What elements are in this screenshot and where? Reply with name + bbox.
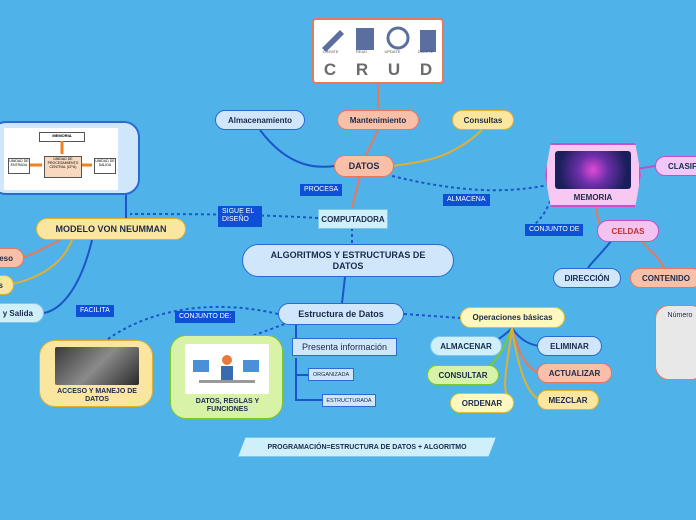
node-operaciones[interactable]: Operaciones básicas [460, 307, 565, 328]
node-presenta[interactable]: Presenta información [292, 338, 397, 356]
node-consultas[interactable]: Consultas [452, 110, 514, 130]
node-actualizar[interactable]: ACTUALIZAR [537, 363, 612, 383]
node-ordenar[interactable]: ORDENAR [450, 393, 514, 413]
node-salida[interactable]: y Salida [0, 303, 44, 323]
node-clasif[interactable]: CLASIF [655, 156, 696, 176]
datos-reglas-label: DATOS, REGLAS Y FUNCIONES [195, 398, 260, 414]
diagram-arrows [30, 141, 92, 167]
node-celdas[interactable]: CELDAS [597, 220, 659, 242]
crud-icons [322, 26, 436, 52]
node-modelo-von-neumman[interactable]: MODELO VON NEUMMAN [36, 218, 186, 240]
acceso-label: ACCESO Y MANEJO DE DATOS [57, 388, 137, 404]
node-estructura[interactable]: Estructura de Datos [278, 303, 404, 325]
node-central[interactable]: ALGORITMOS Y ESTRUCTURAS DE DATOS [242, 244, 454, 277]
crud-letter-c: C [323, 60, 337, 79]
label-conjunto-de-2: CONJUNTO DE: [175, 311, 236, 324]
label-sigue: SIGUE EL DISEÑO [218, 206, 262, 227]
node-computadora[interactable]: COMPUTADORA [318, 209, 388, 229]
diagram-entrada: UNIDAD DE ENTRADA [8, 158, 30, 174]
node-consultar[interactable]: CONSULTAR [427, 365, 499, 385]
node-organizada[interactable]: ORGANIZADA [308, 368, 354, 381]
label-procesa: PROCESA [300, 184, 343, 197]
node-acceso[interactable]: ACCESO Y MANEJO DE DATOS [39, 340, 153, 407]
diagram-cpu: UNIDAD DE PROCESAMIENTO CENTRAL (CPU) [44, 156, 82, 178]
crud-image: CREATE READ UPDATE DELETE C R U D [312, 18, 444, 84]
crud-caption-read: READ [355, 49, 368, 54]
memoria-label: MEMORIA [573, 193, 613, 202]
node-datos[interactable]: DATOS [334, 155, 394, 177]
label-almacena: ALMACENA [443, 194, 490, 207]
crud-letter-d: D [419, 60, 433, 79]
node-eliminar[interactable]: ELIMINAR [537, 336, 602, 356]
node-datos-reglas[interactable]: DATOS, REGLAS Y FUNCIONES [170, 335, 283, 419]
node-numero[interactable]: Número [655, 305, 696, 380]
people-image [185, 344, 269, 394]
node-programacion[interactable]: PROGRAMACIÓN=ESTRUCTURA DE DATOS + ALGOR… [238, 437, 496, 457]
node-mantenimiento[interactable]: Mantenimiento [337, 110, 419, 130]
label-conjunto-de: CONJUNTO DE [525, 224, 584, 237]
node-almacenar[interactable]: ALMACENAR [430, 336, 502, 356]
node-almacenamiento[interactable]: Almacenamiento [215, 110, 305, 130]
central-title: ALGORITMOS Y ESTRUCTURAS DE DATOS [270, 249, 426, 271]
node-proceso[interactable]: eso [0, 248, 24, 268]
brain-image [555, 151, 631, 189]
people-icons [193, 355, 259, 383]
crud-caption-delete: DELETE [417, 49, 434, 54]
crud-caption-update: UPDATE [384, 49, 401, 54]
numero-label: Número [667, 312, 693, 319]
von-neumman-diagram: MEMORIA UNIDAD DE PROCESAMIENTO CENTRAL … [0, 121, 140, 195]
crud-caption-create: CREATE [322, 49, 339, 54]
diagram-salida: UNIDAD DE SALIDA [94, 158, 116, 174]
keyboard-image [55, 347, 139, 385]
node-contenido[interactable]: CONTENIDO [630, 268, 696, 288]
node-direccion[interactable]: DIRECCIÓN [553, 268, 621, 288]
node-entrada[interactable]: s [0, 275, 14, 295]
label-facilita: FACILITA [76, 305, 114, 318]
programacion-label: PROGRAMACIÓN=ESTRUCTURA DE DATOS + ALGOR… [267, 443, 467, 451]
node-estructurada[interactable]: ESTRUCTURADA [322, 394, 376, 407]
crud-letter-r: R [355, 60, 369, 79]
crud-letter-u: U [387, 60, 401, 79]
node-mezclar[interactable]: MEZCLAR [537, 390, 599, 410]
node-memoria[interactable]: MEMORIA [545, 143, 641, 207]
